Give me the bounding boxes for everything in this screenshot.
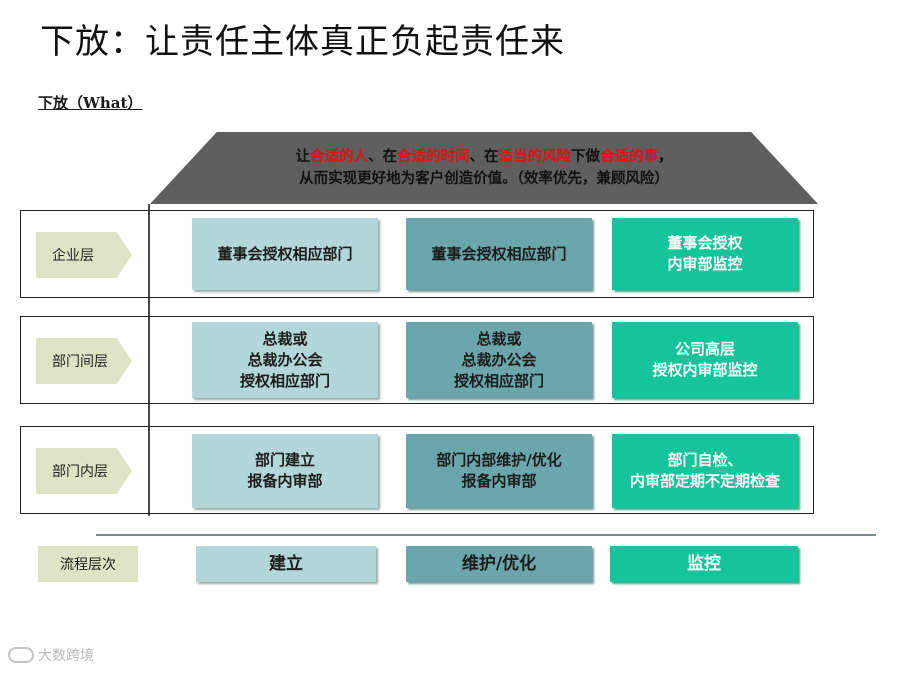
- roof-text-segment: ，: [658, 148, 673, 165]
- row-label-interdepartment: 部门间层: [36, 338, 132, 384]
- process-level-label: 流程层次: [38, 546, 138, 582]
- roof-text-segment: 让: [295, 148, 311, 165]
- cell-interdepartment-maintain: 总裁或 总裁办公会 授权相应部门: [406, 322, 592, 398]
- cell-interdepartment-build: 总裁或 总裁办公会 授权相应部门: [192, 322, 378, 398]
- row-band-enterprise: [20, 210, 814, 298]
- vertical-divider: [148, 204, 150, 516]
- watermark-text: 大数跨境: [38, 648, 94, 664]
- process-build: 建立: [196, 546, 376, 582]
- section-subtitle: 下放（What）: [38, 94, 143, 112]
- cell-intradepartment-build: 部门建立 报备内审部: [192, 434, 378, 508]
- process-monitor: 监控: [610, 546, 798, 582]
- roof-line-1: 让合适的人、在合适的时间、在适当的风险下做合适的事，: [150, 146, 818, 168]
- row-band-interdepartment: [20, 316, 814, 404]
- roof-highlight-text: 合适的人: [310, 148, 368, 165]
- roof-statement: 让合适的人、在合适的时间、在适当的风险下做合适的事， 从而实现更好地为客户创造价…: [150, 146, 818, 190]
- horizontal-divider: [96, 534, 876, 536]
- row-label-enterprise: 企业层: [36, 232, 132, 278]
- cell-enterprise-build: 董事会授权相应部门: [192, 218, 378, 290]
- roof-highlight-text: 适当的风险: [498, 148, 572, 165]
- roof-line-2: 从而实现更好地为客户创造价值。（效率优先，兼顾风险）: [299, 170, 669, 187]
- roof-shape: [150, 132, 818, 204]
- cell-intradepartment-monitor: 部门自检、 内审部定期不定期检查: [612, 434, 798, 508]
- process-maintain: 维护/优化: [406, 546, 592, 582]
- cell-enterprise-maintain: 董事会授权相应部门: [406, 218, 592, 290]
- watermark: 大数跨境: [8, 645, 94, 665]
- roof-text-segment: 、在: [469, 148, 499, 165]
- row-label-intradepartment: 部门内层: [36, 448, 132, 494]
- watermark-logo-icon: [8, 647, 34, 663]
- roof-highlight-text: 合适的时间: [397, 148, 470, 165]
- roof-text-segment: 、在: [368, 148, 397, 165]
- cell-intradepartment-maintain: 部门内部维护/优化 报备内审部: [406, 434, 592, 508]
- roof-highlight-text: 合适的事: [600, 148, 658, 165]
- row-band-intradepartment: [20, 426, 814, 514]
- roof-text-segment: 下做: [571, 148, 600, 165]
- cell-enterprise-monitor: 董事会授权 内审部监控: [612, 218, 798, 290]
- page-title: 下放：让责任主体真正负起责任来: [40, 22, 565, 62]
- cell-interdepartment-monitor: 公司高层 授权内审部监控: [612, 322, 798, 398]
